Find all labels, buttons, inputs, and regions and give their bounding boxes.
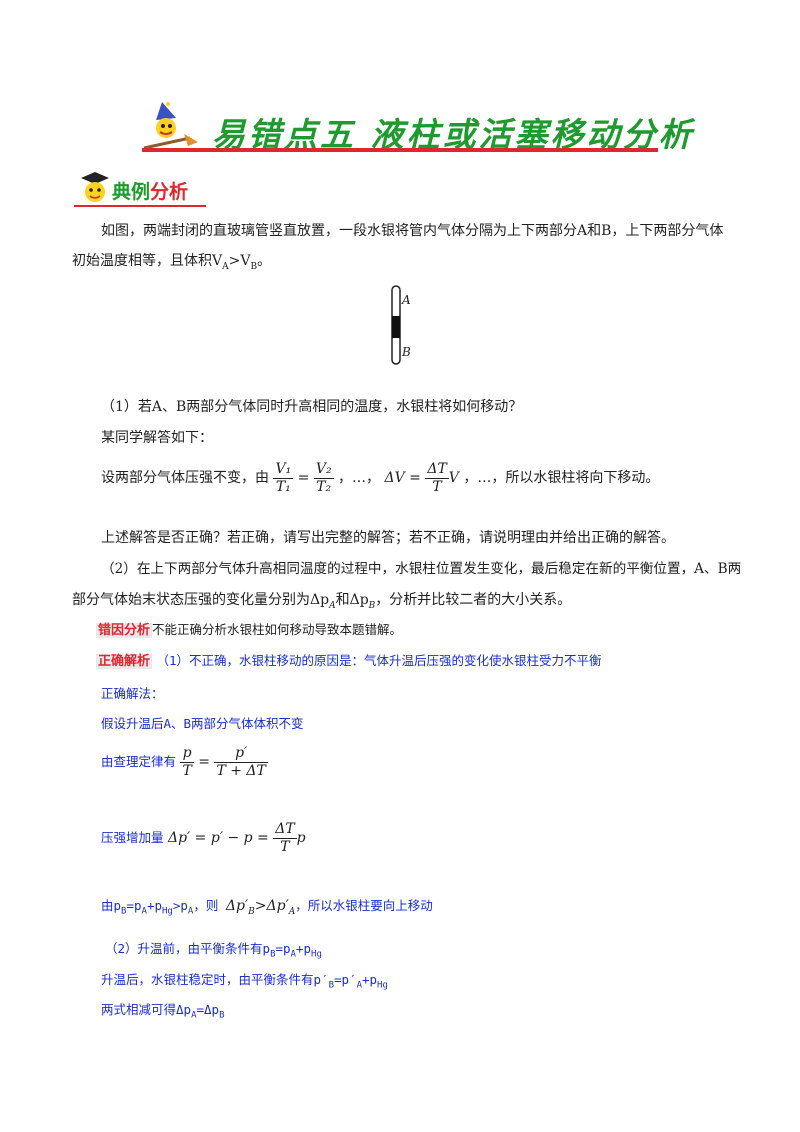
question-2-line2: 部分气体始末状态压强的变化量分别为ΔpA和ΔpB，分析并比较二者的大小关系。 <box>72 592 572 611</box>
section-label-part1: 典例 <box>112 181 151 203</box>
error-cause: 错因分析不能正确分析水银柱如何移动导致本题错解。 <box>96 622 403 638</box>
analysis-line7: （2）升温前，由平衡条件有pB=pA+pHg <box>105 941 322 960</box>
analysis-line2: 正确解法： <box>101 686 164 701</box>
error-cause-tag: 错因分析 <box>96 623 153 638</box>
question-1: （1）若A、B两部分气体同时升高相同的温度，水银柱将如何移动？ <box>101 399 523 415</box>
page-title: 易错点五 液柱或活塞移动分析 <box>212 115 695 154</box>
analysis-line3: 假设升温后A、B两部分气体体积不变 <box>101 716 304 731</box>
wizard-mascot-icon <box>143 102 198 150</box>
analysis-line9: 两式相减可得ΔpA=ΔpB <box>101 1002 225 1021</box>
analysis-line1: 正确解析 （1）不正确，水银柱移动的原因是：气体升温后压强的变化使水银柱受力不平… <box>96 653 602 669</box>
judge-prompt: 上述解答是否正确？若正确，请写出完整的解答；若不正确，请说明理由并给出正确的解答… <box>101 530 675 546</box>
section-label-part2: 分析 <box>150 181 189 203</box>
section-underline <box>74 205 206 207</box>
tube-label-b: B <box>402 345 411 359</box>
glass-tube-figure <box>391 285 401 365</box>
question-2-line1: （2）在上下两部分气体升高相同温度的过程中，水银柱位置发生变化，最后稳定在新的平… <box>101 561 742 577</box>
student-intro: 某同学解答如下： <box>101 430 213 446</box>
section-label: 典例分析 <box>112 177 188 204</box>
analysis-line8: 升温后，水银柱稳定时，由平衡条件有p′B=p′A+pHg <box>101 972 388 991</box>
title-underline <box>142 148 658 152</box>
mercury-column <box>392 316 400 338</box>
analysis-tag: 正确解析 <box>96 654 153 669</box>
graduate-mascot-icon <box>81 172 109 202</box>
problem-intro-line2: 初始温度相等，且体积VA>VB。 <box>72 253 272 272</box>
tube-label-a: A <box>402 293 411 307</box>
analysis-line6: 由pB=pA+pHg>pA，则 Δp′B>Δp′A，所以水银柱要向上移动 <box>101 898 433 917</box>
problem-intro-line1: 如图，两端封闭的直玻璃管竖直放置，一段水银将管内气体分隔为上下两部分A和B，上下… <box>101 223 724 239</box>
